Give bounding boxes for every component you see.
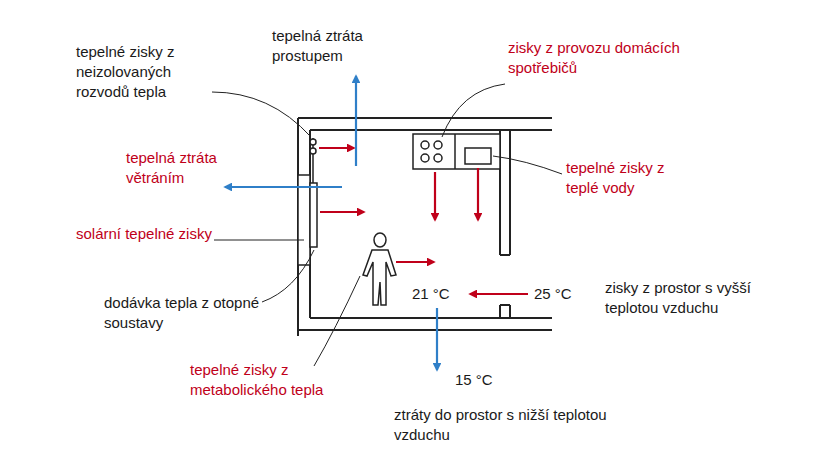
gain-arrow — [396, 261, 434, 263]
wall-line — [298, 329, 552, 331]
person-head — [374, 233, 386, 247]
wall-line — [310, 129, 552, 131]
leader-line — [214, 240, 304, 241]
wall-line — [500, 254, 510, 256]
loss-arrow — [436, 308, 438, 370]
stove-burner — [434, 141, 442, 149]
stove-burner — [421, 141, 429, 149]
gain-arrow — [470, 293, 528, 295]
callout-label: tepelná ztráta prostupem — [272, 26, 384, 66]
loss-arrow — [225, 186, 342, 188]
temperature-label: 15 °C — [455, 370, 511, 390]
callout-label: dodávka tepla z otopné soustavy — [104, 293, 262, 333]
leader-line — [212, 92, 311, 137]
gain-arrow — [320, 211, 364, 213]
leader-line — [262, 250, 314, 302]
person-body — [363, 250, 396, 305]
wall-line — [509, 305, 511, 318]
wall-line — [500, 304, 510, 306]
pipe-valve — [310, 139, 316, 145]
callout-label: solární tepelné zisky — [76, 224, 212, 244]
radiator — [310, 183, 317, 247]
leader-line — [314, 276, 360, 366]
loss-arrow — [355, 76, 357, 166]
callout-label: tepelné zisky z neizolovaných rozvodů te… — [76, 42, 216, 102]
wall-line — [310, 317, 552, 319]
wall-line — [298, 117, 552, 119]
callout-label: tepelné zisky z teplé vody — [566, 158, 686, 198]
callout-label: ztráty do prostor s nižší teplotou vzduc… — [394, 405, 624, 445]
sink — [465, 148, 491, 164]
stove-burner — [421, 154, 429, 162]
stove-burner — [434, 154, 442, 162]
callout-label: zisky z prostor s vyšší teplotou vzduchu — [605, 278, 805, 318]
temperature-label: 25 °C — [534, 284, 590, 304]
kitchen-counter — [413, 134, 500, 169]
callout-label: tepelná ztráta větráním — [126, 148, 226, 188]
window — [298, 175, 310, 265]
wall-line — [509, 130, 511, 255]
callout-label: tepelné zisky z metabolického tepla — [190, 360, 340, 400]
pipe-valve — [310, 148, 316, 154]
leader-line — [442, 84, 505, 137]
wall-line — [499, 305, 501, 318]
leader-line — [493, 156, 562, 174]
temperature-label: 21 °C — [412, 284, 468, 304]
gain-arrow — [434, 172, 436, 220]
callout-label: zisky z provozu domácích spotřebičů — [508, 38, 708, 78]
gain-arrow — [477, 168, 479, 220]
counter-divider — [454, 134, 456, 169]
gain-arrow — [319, 147, 354, 149]
